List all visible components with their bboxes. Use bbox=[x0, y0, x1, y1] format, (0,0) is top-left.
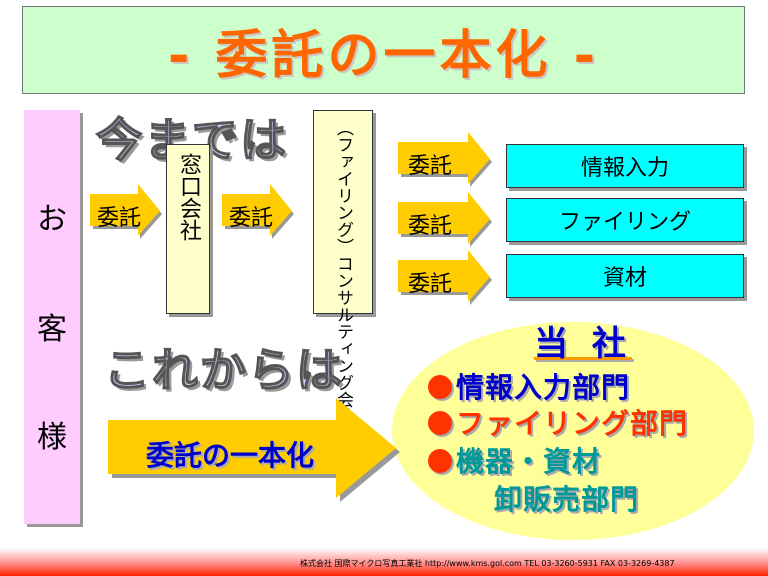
dept-info-input: 情報入力部門 bbox=[428, 366, 630, 406]
arrow-to-filing bbox=[398, 192, 492, 247]
dept-equipment: 機器・資材 bbox=[428, 440, 601, 480]
footer-contact: 株式会社 国際マイクロ写真工業社 http://www.kms.gol.com … bbox=[300, 559, 675, 568]
arrow-to-materials bbox=[398, 250, 492, 305]
arrow-label-to-filing: 委託 bbox=[408, 214, 453, 239]
arrow-customer-to-window bbox=[90, 184, 162, 239]
arrow-label-customer-to-window: 委託 bbox=[97, 206, 142, 231]
customer-char-1: お bbox=[37, 202, 67, 237]
title-banner: - 委託の一本化 - bbox=[22, 6, 745, 94]
dept-wholesale-label: 卸販売部門 bbox=[494, 483, 640, 516]
consulting-company-label: （ファイリング）コンサルティング会社 bbox=[333, 119, 353, 425]
service-label-filing: ファイリング bbox=[558, 210, 691, 235]
consulting-company-box: （ファイリング）コンサルティング会社 bbox=[313, 110, 373, 425]
customer-char-2: 客 bbox=[37, 312, 67, 347]
window-company-label: 窓口会社 bbox=[176, 153, 201, 241]
arrow-label-unified: 委託の一本化 bbox=[146, 439, 315, 472]
arrow-label-to-materials: 委託 bbox=[408, 272, 453, 297]
service-box-materials: 資材 bbox=[506, 254, 744, 298]
arrow-unified bbox=[108, 398, 400, 502]
service-label-info-input: 情報入力 bbox=[580, 156, 669, 181]
page-title: - 委託の一本化 - bbox=[167, 25, 600, 86]
customer-char-3: 様 bbox=[37, 420, 67, 455]
service-box-info-input: 情報入力 bbox=[506, 144, 744, 188]
service-box-filing: ファイリング bbox=[506, 198, 744, 242]
bullet-icon bbox=[428, 449, 452, 473]
bullet-icon bbox=[428, 411, 452, 435]
dept-wholesale: 卸販売部門 bbox=[494, 478, 639, 518]
customer-column: お 客 様 bbox=[24, 110, 80, 524]
company-ellipse bbox=[392, 322, 754, 540]
arrow-window-to-consulting bbox=[222, 184, 294, 239]
window-company-box: 窓口会社 bbox=[166, 144, 210, 314]
future-label: これからは bbox=[103, 342, 344, 398]
company-title: 当 社 bbox=[534, 324, 632, 364]
dept-equipment-label: 機器・資材 bbox=[456, 445, 602, 478]
arrow-label-window-to-consulting: 委託 bbox=[229, 206, 274, 231]
arrow-to-info-input bbox=[398, 132, 492, 187]
dept-filing-label: ファイリング部門 bbox=[456, 407, 689, 440]
bullet-icon bbox=[428, 375, 452, 399]
dept-filing: ファイリング部門 bbox=[428, 402, 688, 442]
dept-info-input-label: 情報入力部門 bbox=[456, 371, 631, 404]
arrow-label-to-info-input: 委託 bbox=[408, 154, 453, 179]
service-label-materials: 資材 bbox=[602, 266, 647, 291]
footer-bar bbox=[0, 548, 768, 576]
